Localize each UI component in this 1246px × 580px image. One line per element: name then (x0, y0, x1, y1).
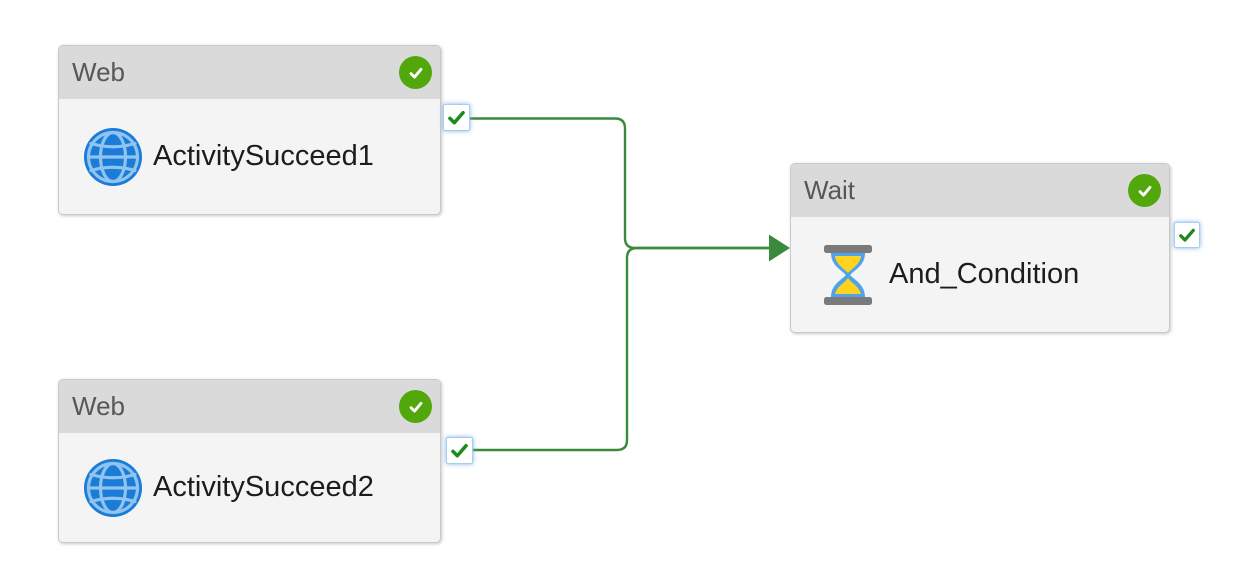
node-name-label: ActivitySucceed2 (153, 471, 374, 503)
arrowhead-icon (769, 234, 790, 262)
globe-icon (83, 127, 143, 187)
node-type-label: Wait (804, 175, 856, 205)
node-body: ActivitySucceed2 (59, 433, 440, 542)
node-name-label: ActivitySucceed1 (153, 140, 374, 172)
activity-node-activitysucceed2[interactable]: Web Activit (58, 379, 441, 543)
connector-activitysucceed2-to-andcondition[interactable] (473, 246, 770, 452)
success-status-icon (399, 56, 432, 89)
check-icon (448, 110, 465, 125)
success-port-checkbox-activitysucceed1[interactable] (443, 104, 470, 131)
success-status-icon (399, 390, 432, 423)
check-icon (1179, 228, 1195, 242)
check-icon (451, 443, 468, 458)
node-type-label: Web (72, 391, 125, 421)
node-name-label: And_Condition (889, 258, 1080, 290)
node-header: Web (59, 46, 440, 99)
node-header: Web (59, 380, 440, 433)
activity-node-andcondition[interactable]: Wait And_Condition (790, 163, 1170, 333)
globe-icon (83, 458, 143, 518)
hourglass-icon (824, 244, 872, 305)
node-body: And_Condition (791, 217, 1169, 332)
success-status-icon (1128, 174, 1161, 207)
node-header: Wait (791, 164, 1169, 217)
node-body: ActivitySucceed1 (59, 99, 440, 214)
connector-activitysucceed1-to-andcondition[interactable] (470, 117, 770, 250)
node-type-label: Web (72, 57, 125, 87)
activity-node-activitysucceed1[interactable]: Web Activit (58, 45, 441, 215)
success-port-checkbox-activitysucceed2[interactable] (446, 437, 473, 464)
success-port-checkbox-andcondition[interactable] (1174, 222, 1200, 248)
